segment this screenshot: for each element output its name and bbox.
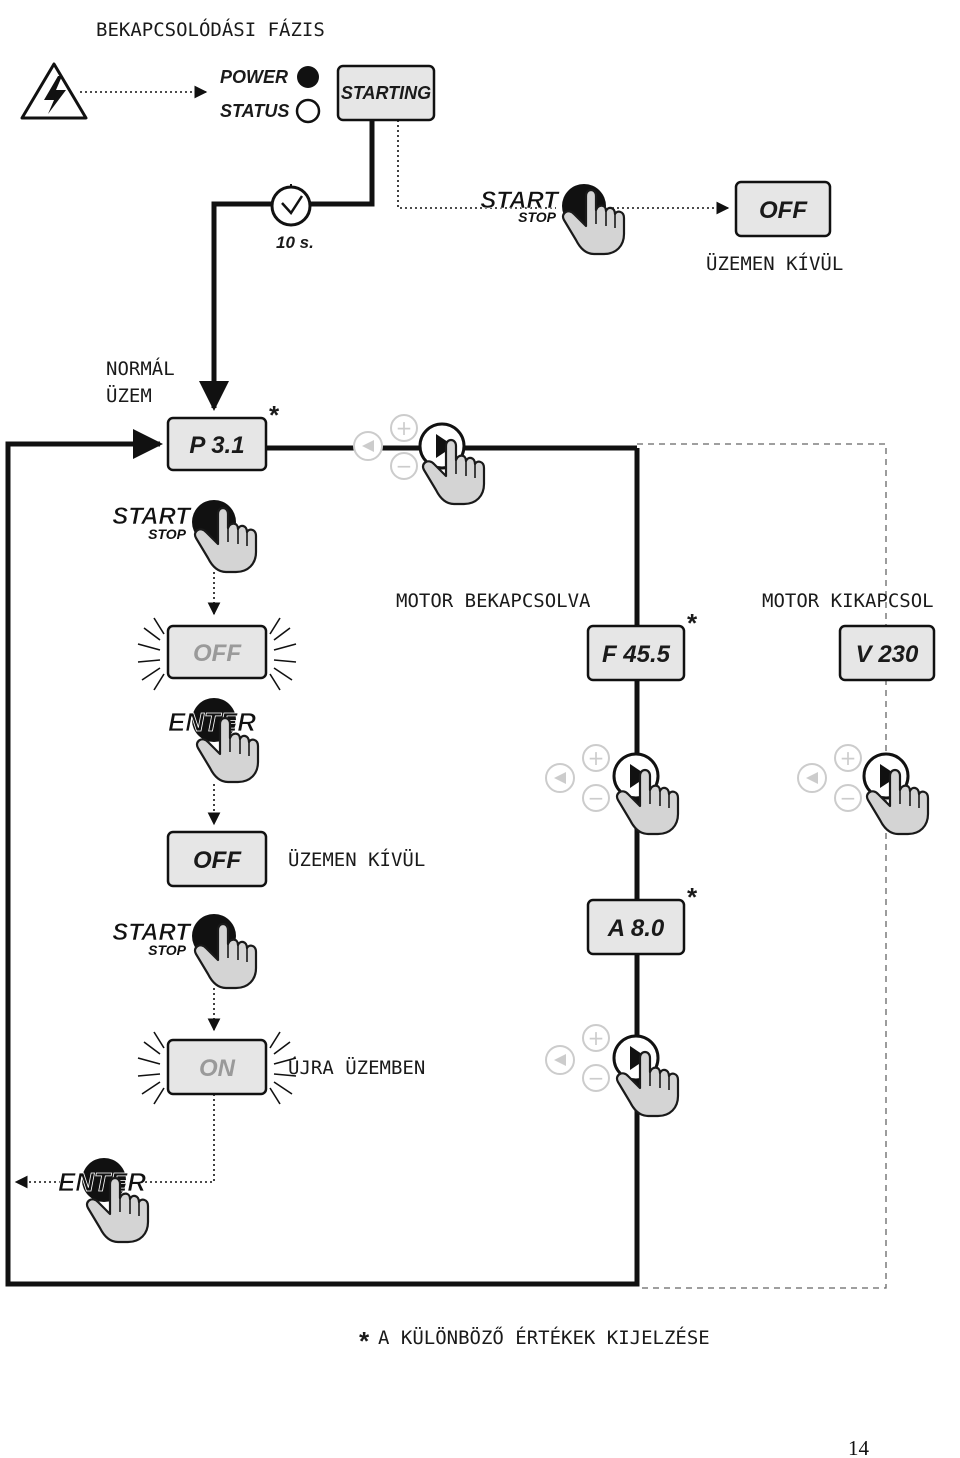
- power-led: [297, 66, 319, 88]
- keypad-p31[interactable]: + −: [353, 414, 486, 506]
- off-blink-text: OFF: [193, 640, 242, 667]
- plus-key-a80[interactable]: +: [588, 1026, 605, 1050]
- v230-display: V 230: [838, 624, 936, 682]
- diagram-title: BEKAPCSOLÓDÁSI FÁZIS: [96, 17, 325, 41]
- asterisk-p31: *: [268, 400, 280, 430]
- p31-display-text: P 3.1: [189, 432, 244, 459]
- motor-bekapcsolva-label: MOTOR BEKAPCSOLVA: [396, 590, 591, 612]
- uzem-label: ÜZEM: [106, 384, 152, 407]
- minus-key-f455[interactable]: −: [588, 786, 605, 810]
- timer-icon: [270, 184, 312, 227]
- off-display-top-text: OFF: [759, 197, 808, 224]
- plus-key-f455[interactable]: +: [588, 746, 605, 770]
- minus-key-v230[interactable]: −: [840, 786, 857, 810]
- asterisk-f455: *: [686, 608, 698, 638]
- start-stop-button-left-2[interactable]: START STOP: [112, 914, 258, 990]
- stop-label-left-2: STOP: [148, 942, 187, 958]
- off-display-mid: OFF: [166, 830, 268, 888]
- keypad-f455[interactable]: + −: [545, 744, 680, 836]
- off-display-top: OFF: [734, 180, 832, 238]
- footnote-text: A KÜLÖNBÖZŐ ÉRTÉKEK KIJELZÉSE: [378, 1325, 710, 1349]
- flow-path-4: [142, 1094, 215, 1183]
- stop-label-top: STOP: [518, 209, 557, 225]
- return-loop: [5, 429, 640, 1287]
- start-label-left: START: [112, 503, 192, 530]
- auto-path-upper: [310, 120, 375, 207]
- ujra-uzemben-label: ÚJRA ÜZEMBEN: [288, 1055, 425, 1079]
- on-blink-text: ON: [199, 1055, 236, 1082]
- power-label: POWER: [220, 67, 288, 87]
- motor-off-branch: [637, 443, 887, 1289]
- start-stop-button-left[interactable]: START STOP: [112, 500, 258, 574]
- enter-button-2[interactable]: ENTER: [58, 1158, 150, 1244]
- keypad-a80[interactable]: + −: [545, 1024, 680, 1118]
- auto-path-lower: [199, 201, 272, 411]
- off-blink-display: OFF: [137, 617, 297, 691]
- starting-display-text: STARTING: [341, 83, 431, 103]
- off-display-mid-text: OFF: [193, 847, 242, 874]
- warning-icon: [20, 62, 88, 120]
- f455-display: F 45.5: [586, 624, 686, 682]
- enter-label-1: ENTER: [168, 707, 256, 737]
- stop-label-left: STOP: [148, 526, 187, 542]
- on-blink-display: ON: [137, 1031, 297, 1105]
- p31-display: P 3.1: [166, 416, 268, 472]
- start-stop-button-top[interactable]: START STOP: [480, 184, 626, 256]
- plus-key-p31[interactable]: +: [396, 416, 413, 440]
- enter-button-1[interactable]: ENTER: [168, 698, 260, 784]
- status-label: STATUS: [220, 101, 289, 121]
- motor-kikapcsolva-label: MOTOR KIKAPCSOL: [762, 590, 934, 612]
- asterisk-a80: *: [686, 882, 698, 912]
- start-label-top: START: [480, 187, 560, 214]
- keypad-v230[interactable]: + −: [797, 744, 930, 836]
- footnote-asterisk: *: [358, 1326, 370, 1356]
- a80-display: A 8.0: [586, 898, 686, 956]
- start-label-left-2: START: [112, 919, 192, 946]
- minus-key-a80[interactable]: −: [588, 1066, 605, 1090]
- v230-display-text: V 230: [856, 641, 919, 668]
- a80-display-text: A 8.0: [607, 915, 665, 942]
- page-number: 14: [848, 1436, 870, 1458]
- uzemen-kivul-label-top: ÜZEMEN KÍVÜL: [706, 252, 843, 275]
- plus-key-v230[interactable]: +: [840, 746, 857, 770]
- starting-display: STARTING: [336, 64, 436, 122]
- uzemen-kivul-label-mid: ÜZEMEN KÍVÜL: [288, 848, 425, 871]
- minus-key-p31[interactable]: −: [396, 454, 413, 478]
- f455-display-text: F 45.5: [602, 641, 671, 668]
- timer-label: 10 s.: [276, 233, 314, 252]
- enter-label-2: ENTER: [58, 1167, 146, 1197]
- normal-label: NORMÁL: [106, 357, 175, 380]
- status-led: [295, 98, 321, 124]
